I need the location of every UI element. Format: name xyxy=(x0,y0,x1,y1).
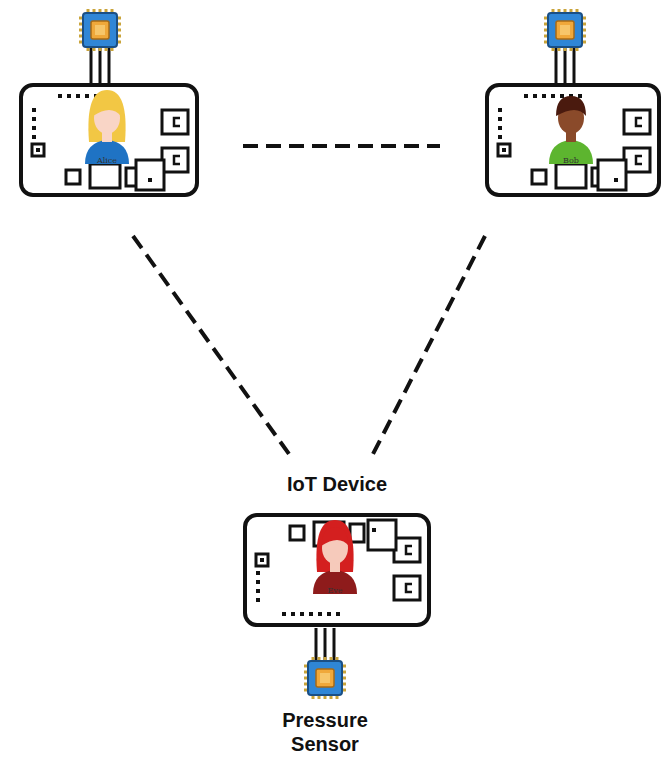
person-avatar xyxy=(313,520,357,594)
device-heading: IoT Device xyxy=(242,472,432,496)
person-name: Bob xyxy=(480,156,662,166)
person-name: Alice xyxy=(14,156,200,166)
sensor-label: Pressure Sensor xyxy=(265,708,385,756)
device-board: Alice xyxy=(18,82,200,198)
chip-symbol xyxy=(304,628,346,699)
person-avatar xyxy=(549,96,593,164)
chip-symbol xyxy=(544,9,586,86)
device-board: IoT DeviceEve xyxy=(242,472,432,628)
board-outline xyxy=(18,82,200,198)
person-name: Eve xyxy=(238,586,432,596)
board-outline xyxy=(484,82,662,198)
dashed-link xyxy=(373,236,485,454)
dashed-link xyxy=(133,236,289,454)
board-outline xyxy=(242,512,432,628)
device-board: Bob xyxy=(484,82,662,198)
person-avatar xyxy=(85,90,129,164)
chip-symbol xyxy=(79,9,121,86)
dashed-link xyxy=(243,144,440,148)
